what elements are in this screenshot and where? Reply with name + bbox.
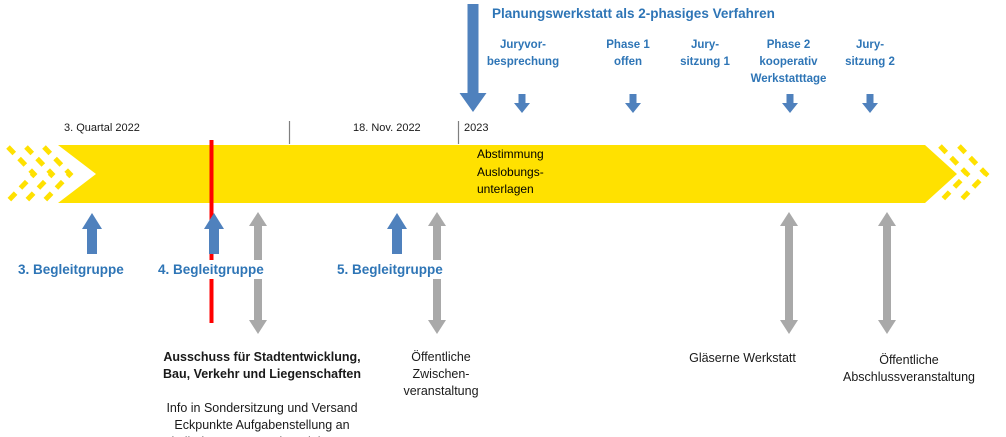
down-arrow-phase-1 [625,94,641,113]
bar-note-abstimmung: Abstimmung Auslobungs- unterlagen [477,147,544,196]
up-arrow-begleitgruppe-3 [82,213,102,254]
event-glaeserne-werkstatt: Gläserne Werkstatt [689,351,796,365]
phase-label-jurysitzung-2: Jury- sitzung 2 [845,39,895,68]
timeline-dashed-chevron-left-3 [42,145,74,203]
planungswerkstatt-start-arrow [459,4,487,112]
double-arrow-abschlussveranstaltung [878,212,896,334]
timeline-dashed-chevron-right-1 [938,144,971,204]
timeline-dashed-chevron-left-2 [24,145,56,203]
event-ausschuss-title: Ausschuss für Stadtentwicklung, Bau, Ver… [163,350,361,381]
phase-label-phase-1-offen: Phase 1 offen [606,39,650,68]
event-ausschuss-info: Info in Sondersitzung und Versand Eckpun… [161,401,363,437]
down-arrow-phase-2 [782,94,798,113]
down-arrow-jurysitzung-2 [862,94,878,113]
event-abschlussveranstaltung: Öffentliche Abschlussveranstaltung [842,353,976,384]
diagram-title: Planungswerkstatt als 2-phasiges Verfahr… [492,6,775,21]
up-arrow-begleitgruppe-5 [387,213,407,254]
double-arrow-glaeserne-werkstatt [780,212,798,334]
label-begleitgruppe-4: 4. Begleitgruppe [154,260,268,279]
label-begleitgruppe-3: 3. Begleitgruppe [14,260,128,279]
label-begleitgruppe-5: 5. Begleitgruppe [333,260,447,279]
phase-label-phase-2-werkstatttage: Phase 2 kooperativ Werkstatttage [750,39,827,85]
date-label-18-nov-2022: 18. Nov. 2022 [353,122,421,134]
date-label-2023: 2023 [464,122,489,134]
phase-label-juryvorbesprechung: Juryvor- besprechung [486,39,560,68]
timeline-dashed-chevron-right-2 [957,144,990,204]
phase-label-jurysitzung-1: Jury- sitzung 1 [680,39,730,68]
up-arrow-begleitgruppe-4 [204,213,224,254]
date-label-q3-2022: 3. Quartal 2022 [64,122,140,134]
down-arrow-juryvorbesprechung [514,94,530,113]
timeline-dashed-chevron-left-1 [6,145,38,203]
timeline-bar [58,145,957,203]
event-zwischenveranstaltung: Öffentliche Zwischen- veranstaltung [403,350,479,398]
event-ausschuss-block: Ausschuss für Stadtentwicklung, Bau, Ver… [141,332,383,437]
